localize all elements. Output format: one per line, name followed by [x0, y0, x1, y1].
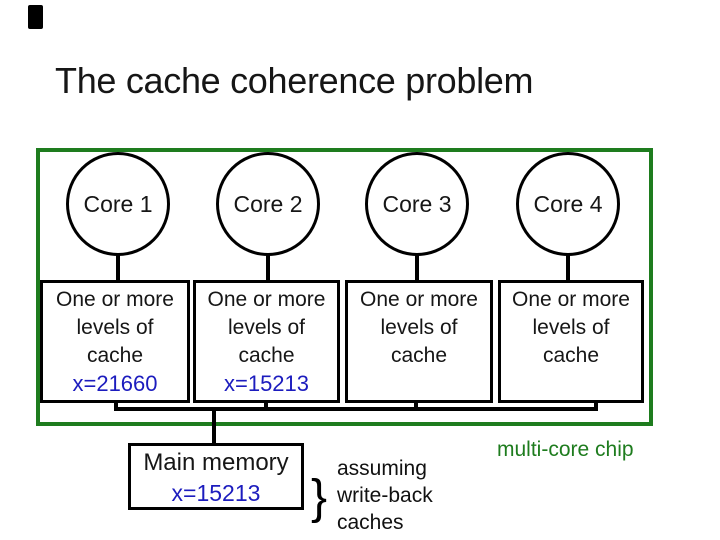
cache-3-line-2: levels of — [380, 316, 458, 339]
cache-3-bus-stub — [414, 401, 418, 411]
core-3-label: Core 3 — [382, 190, 452, 217]
cache-1-line-3: cache — [86, 344, 144, 367]
multi-core-chip-boundary — [36, 148, 653, 426]
page-title: The cache coherence problem — [55, 60, 534, 101]
cache-1-bus-stub — [114, 401, 118, 411]
cache-2-line-1: One or more — [207, 288, 326, 311]
main-memory-box: Main memory x=15213 — [128, 443, 304, 510]
core-4-cache-connector — [566, 254, 570, 281]
cache-4-line-1: One or more — [512, 288, 630, 311]
curly-brace: } — [311, 471, 328, 524]
cache-4-line-3: cache — [542, 344, 600, 367]
note-line-1: assuming — [337, 457, 427, 480]
core-1-cache-connector — [116, 254, 120, 281]
note-line-2: write-back — [337, 484, 433, 507]
main-memory-label: Main memory — [143, 449, 289, 476]
bus-to-memory-connector — [212, 407, 216, 443]
cache-3-line-3: cache — [390, 344, 448, 367]
corner-marker — [28, 5, 43, 29]
shared-bus-line — [114, 407, 598, 411]
write-back-note: assuming write-back caches — [337, 455, 433, 536]
core-2-circle: Core 2 — [216, 152, 320, 256]
main-memory-value: x=15213 — [171, 480, 261, 506]
multi-core-chip-label: multi-core chip — [497, 438, 634, 461]
cache-box-3: One or more levels of cache — [345, 280, 493, 403]
core-4-circle: Core 4 — [516, 152, 620, 256]
core-3-circle: Core 3 — [365, 152, 469, 256]
core-1-label: Core 1 — [83, 190, 153, 217]
cache-2-value: x=15213 — [223, 371, 310, 396]
cache-1-line-1: One or more — [56, 288, 174, 311]
core-2-label: Core 2 — [233, 190, 303, 217]
cache-box-2: One or more levels of cache x=15213 — [193, 280, 340, 403]
cache-2-line-2: levels of — [227, 316, 306, 339]
cache-3-line-1: One or more — [360, 288, 478, 311]
core-1-circle: Core 1 — [66, 152, 170, 256]
note-line-3: caches — [337, 511, 404, 534]
core-4-label: Core 4 — [533, 190, 603, 217]
core-3-cache-connector — [415, 254, 419, 281]
cache-box-4: One or more levels of cache — [498, 280, 644, 403]
cache-4-line-2: levels of — [532, 316, 610, 339]
cache-2-bus-stub — [264, 401, 268, 411]
core-2-cache-connector — [266, 254, 270, 281]
cache-1-line-2: levels of — [76, 316, 154, 339]
cache-4-bus-stub — [594, 401, 598, 411]
cache-box-1: One or more levels of cache x=21660 — [40, 280, 190, 403]
cache-2-line-3: cache — [238, 344, 295, 367]
cache-1-value: x=21660 — [72, 371, 158, 396]
